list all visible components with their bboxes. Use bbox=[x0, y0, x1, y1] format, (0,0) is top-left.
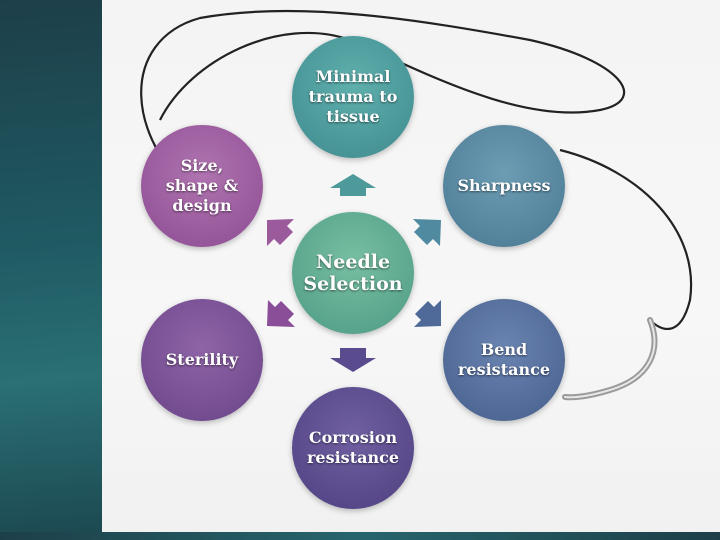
factor-node-sharpness: Sharpness bbox=[443, 125, 565, 247]
factor-label-trauma: Minimal trauma to tissue bbox=[308, 67, 398, 126]
factor-label-sterility: Sterility bbox=[165, 350, 239, 369]
factor-label-bend: Bend resistance bbox=[457, 340, 550, 379]
factor-label-corrosion: Corrosion resistance bbox=[306, 428, 399, 467]
factor-label-size: Size, shape & design bbox=[165, 156, 239, 215]
arrow-down bbox=[330, 348, 376, 372]
side-panel bbox=[0, 0, 102, 540]
center-node-needle-selection: Needle Selection bbox=[292, 212, 414, 334]
bottom-accent-bar bbox=[0, 532, 720, 540]
factor-label-sharpness: Sharpness bbox=[457, 176, 551, 195]
suture-thread-tail bbox=[559, 148, 693, 331]
arrow-upleft bbox=[267, 219, 294, 246]
needle-highlight bbox=[564, 319, 656, 399]
arrow-downleft bbox=[267, 300, 295, 327]
factor-node-size: Size, shape & design bbox=[141, 125, 263, 247]
factor-node-bend: Bend resistance bbox=[443, 299, 565, 421]
arrow-downright bbox=[414, 300, 441, 327]
factor-node-sterility: Sterility bbox=[141, 299, 263, 421]
factor-node-corrosion: Corrosion resistance bbox=[292, 387, 414, 509]
factor-node-trauma: Minimal trauma to tissue bbox=[292, 36, 414, 158]
center-label: Needle Selection bbox=[303, 251, 403, 295]
suture-thread-loop bbox=[140, 9, 625, 211]
arrow-up bbox=[330, 174, 376, 196]
arrow-upright bbox=[413, 219, 441, 246]
